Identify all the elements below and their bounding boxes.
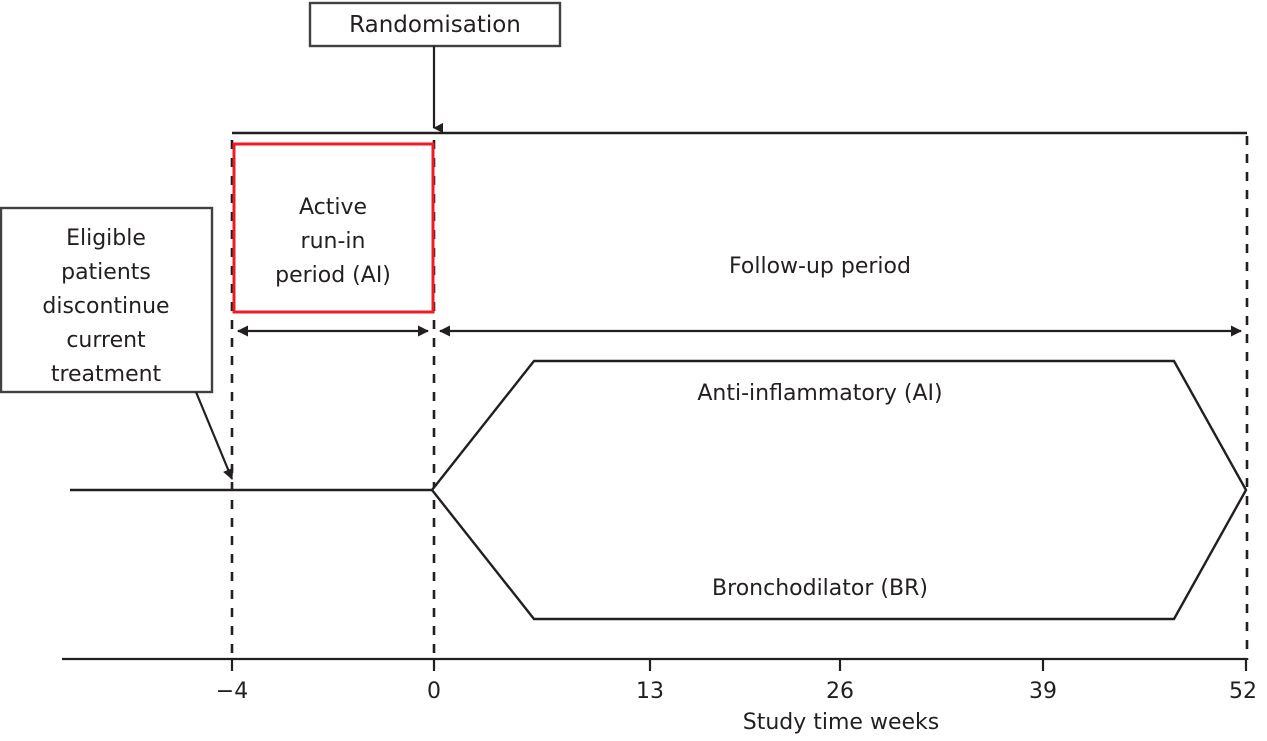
tick-label-26: 26 [826, 679, 854, 704]
run-in-line-3: period (AI) [275, 263, 391, 288]
randomisation-label: Randomisation [349, 12, 521, 38]
tick-label-13: 13 [636, 679, 664, 704]
eligible-patients-arrow [194, 391, 234, 480]
tick-label-52: 52 [1229, 679, 1257, 704]
tick-label-39: 39 [1029, 679, 1057, 704]
arm-label-bronchodilator: Bronchodilator (BR) [712, 576, 928, 601]
treatment-arms-hexagon [430, 359, 1248, 621]
eligible-patients-box [0, 206, 214, 394]
eligible-line-3: discontinue [42, 294, 169, 319]
eligible-line-2: patients [61, 260, 151, 285]
tick-label-0: 0 [427, 679, 441, 704]
eligible-line-1: Eligible [66, 226, 146, 251]
eligible-line-5: treatment [51, 362, 162, 387]
active-run-in-red-box [232, 142, 435, 314]
x-axis-title: Study time weeks [743, 710, 939, 735]
run-in-line-1: Active [299, 195, 367, 220]
follow-up-period-label: Follow-up period [729, 254, 911, 279]
eligible-line-4: current [66, 328, 146, 353]
arm-label-anti-inflammatory: Anti-inflammatory (AI) [697, 381, 942, 406]
run-in-line-2: run-in [301, 229, 366, 254]
tick-label-minus4: −4 [216, 679, 248, 704]
randomisation-box [308, 1, 562, 48]
